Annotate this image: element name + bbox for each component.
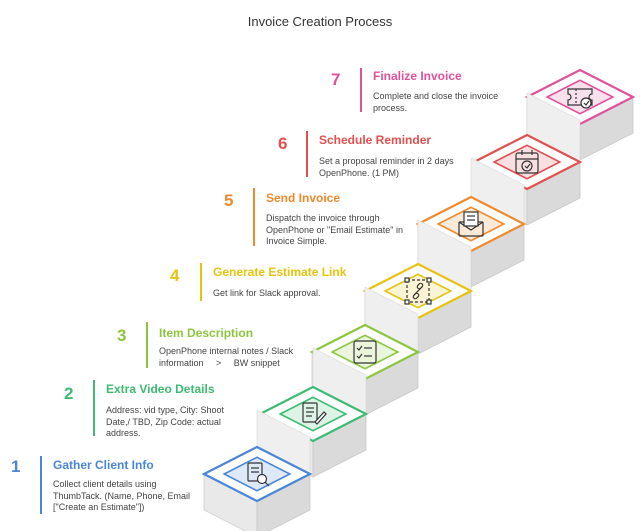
step-heading: Gather Client Info bbox=[53, 458, 154, 472]
calendar-check-icon bbox=[515, 150, 539, 174]
step-heading: Finalize Invoice bbox=[373, 69, 462, 83]
description-line: Collect client details using bbox=[53, 479, 157, 489]
step-accent-bar bbox=[360, 68, 362, 112]
step-number: 5 bbox=[224, 191, 234, 210]
description-line: Dispatch the invoice through bbox=[266, 213, 380, 223]
description-line: ThumbTack. (Name, Phone, Email bbox=[53, 490, 191, 501]
diagram-title: Invoice Creation Process bbox=[247, 14, 393, 29]
step-description: Get link for Slack approval. bbox=[213, 288, 321, 300]
step-accent-bar bbox=[200, 263, 202, 301]
checklist-icon bbox=[353, 340, 377, 364]
description-line: OpenPhone or "Email Estimate" in bbox=[266, 224, 403, 235]
document-search-icon bbox=[247, 462, 270, 487]
step-number: 3 bbox=[117, 326, 127, 345]
description-line: OpenPhone internal notes / Slack bbox=[159, 346, 294, 356]
ticket-check-icon bbox=[567, 88, 593, 109]
step-1-block bbox=[201, 409, 313, 531]
step-accent-bar bbox=[40, 456, 42, 514]
document-edit-icon bbox=[302, 402, 327, 425]
description-line: process. bbox=[373, 102, 408, 113]
description-line: Address: vid type, City: Shoot bbox=[106, 405, 225, 415]
description-line: Date,/ TBD, Zip Code: actual bbox=[106, 416, 221, 427]
description-line: OpenPhone. (1 PM) bbox=[319, 167, 400, 178]
description-line: Get link for Slack approval. bbox=[213, 288, 321, 298]
step-number: 7 bbox=[331, 70, 341, 89]
step-heading: Extra Video Details bbox=[106, 382, 215, 396]
description-line: Invoice Simple. bbox=[266, 236, 328, 246]
step-number: 4 bbox=[170, 266, 180, 285]
step-number: 6 bbox=[278, 134, 288, 153]
description-line: address. bbox=[106, 428, 141, 438]
description-line: ["Create an Estimate"]) bbox=[53, 502, 145, 512]
description-line: Complete and close the invoice bbox=[373, 91, 499, 101]
step-accent-bar bbox=[93, 380, 95, 436]
link-icon bbox=[404, 277, 432, 305]
step-heading: Send Invoice bbox=[266, 191, 341, 205]
step-accent-bar bbox=[146, 322, 148, 368]
step-number: 1 bbox=[11, 457, 21, 476]
step-accent-bar bbox=[306, 131, 308, 177]
step-heading: Generate Estimate Link bbox=[213, 265, 347, 279]
step-number: 2 bbox=[64, 384, 74, 403]
step-accent-bar bbox=[253, 188, 255, 246]
description-line: information > BW snippet bbox=[159, 357, 280, 368]
envelope-invoice-icon bbox=[458, 211, 484, 237]
step-heading: Item Description bbox=[159, 326, 254, 340]
description-line: Set a proposal reminder in 2 days bbox=[319, 156, 454, 166]
step-heading: Schedule Reminder bbox=[319, 133, 432, 147]
